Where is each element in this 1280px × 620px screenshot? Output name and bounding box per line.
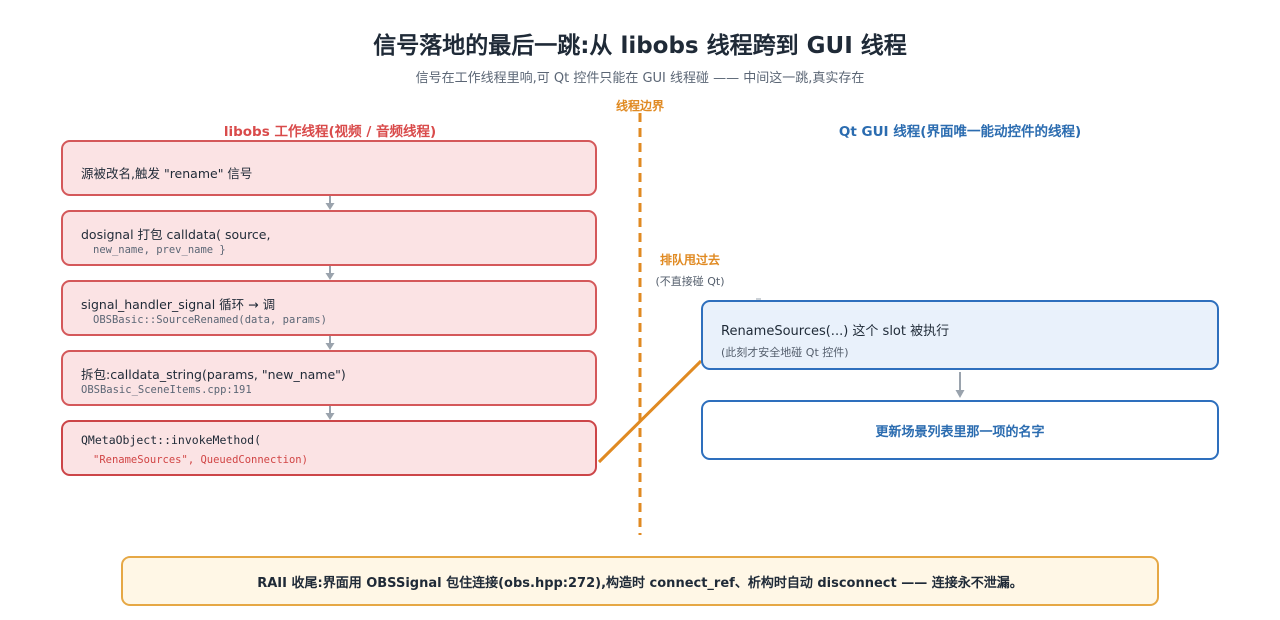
arrow-step3-step4 bbox=[325, 336, 335, 350]
step-calldata-string: 拆包:calldata_string(params, "new_name") O… bbox=[61, 350, 597, 406]
worker-thread-heading: libobs 工作线程(视频 / 音频线程) bbox=[223, 124, 437, 140]
arrow-step1-step2 bbox=[325, 196, 335, 210]
page-subtitle: 信号在工作线程里响,可 Qt 控件只能在 GUI 线程碰 —— 中间这一跳,真实… bbox=[415, 71, 865, 86]
raii-footer-note: RAII 收尾:界面用 OBSSignal 包住连接(obs.hpp:272),… bbox=[121, 556, 1159, 606]
step-line2: "RenameSources", QueuedConnection) bbox=[93, 454, 308, 466]
arrow-step4-step5 bbox=[325, 406, 335, 420]
slot-executed-box: RenameSources(...) 这个 slot 被执行 (此刻才安全地碰 … bbox=[701, 300, 1219, 370]
step-signal-handler: signal_handler_signal 循环 → 调 OBSBasic::S… bbox=[61, 280, 597, 336]
slot-line1: RenameSources(...) 这个 slot 被执行 bbox=[721, 324, 950, 339]
step-line1: QMetaObject::invokeMethod( bbox=[81, 433, 262, 447]
arrow-slot-result bbox=[955, 372, 965, 398]
gui-thread-heading: Qt GUI 线程(界面唯一能动控件的线程) bbox=[838, 124, 1082, 140]
queued-connection-arrow bbox=[597, 359, 703, 464]
raii-footer-text: RAII 收尾:界面用 OBSSignal 包住连接(obs.hpp:272),… bbox=[257, 575, 1023, 591]
step-line2: new_name, prev_name } bbox=[93, 244, 226, 256]
slot-line2: (此刻才安全地碰 Qt 控件) bbox=[721, 346, 849, 359]
step-line2: OBSBasic::SourceRenamed(data, params) bbox=[93, 314, 327, 326]
step-invoke-method: QMetaObject::invokeMethod( "RenameSource… bbox=[61, 420, 597, 476]
queue-label: 排队甩过去 bbox=[659, 253, 720, 267]
update-scene-list-box: 更新场景列表里那一项的名字 bbox=[701, 400, 1219, 460]
step-line2: OBSBasic_SceneItems.cpp:191 bbox=[81, 384, 252, 396]
step-line1: 拆包:calldata_string(params, "new_name") bbox=[81, 367, 346, 382]
step-line1: dosignal 打包 calldata( source, bbox=[81, 227, 271, 242]
thread-boundary-label: 线程边界 bbox=[615, 99, 664, 113]
step-rename-signal: 源被改名,触发 "rename" 信号 bbox=[61, 140, 597, 196]
page-title: 信号落地的最后一跳:从 libobs 线程跨到 GUI 线程 bbox=[373, 33, 907, 59]
arrow-step2-step3 bbox=[325, 266, 335, 280]
step-dosignal: dosignal 打包 calldata( source, new_name, … bbox=[61, 210, 597, 266]
queue-sublabel: (不直接碰 Qt) bbox=[655, 275, 725, 288]
step-line1: signal_handler_signal 循环 → 调 bbox=[81, 297, 276, 312]
update-scene-list-text: 更新场景列表里那一项的名字 bbox=[875, 424, 1045, 440]
step-line1: 源被改名,触发 "rename" 信号 bbox=[81, 166, 253, 181]
